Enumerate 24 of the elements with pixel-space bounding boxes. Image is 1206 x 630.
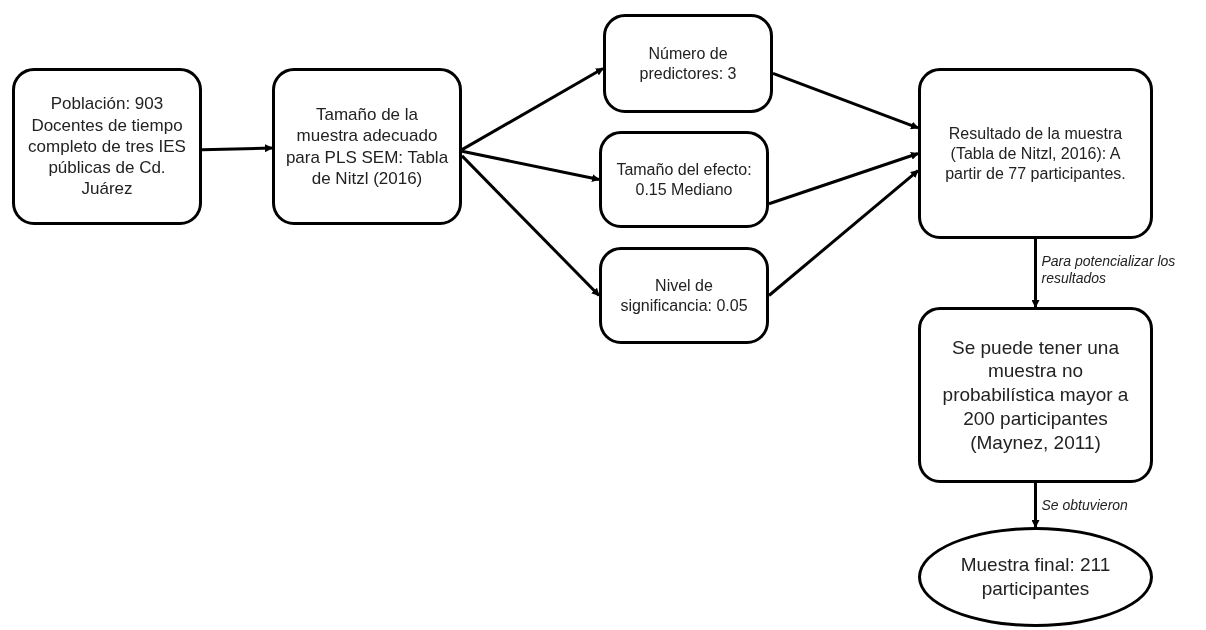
process-box — [603, 14, 773, 113]
node-text: Tamaño del efecto: 0.15 Mediano — [615, 159, 753, 200]
arrow — [460, 154, 601, 297]
process-box — [918, 68, 1153, 239]
arrow — [461, 67, 604, 151]
arrow — [768, 169, 919, 297]
arrow — [1031, 239, 1040, 308]
arrow — [768, 151, 919, 206]
process-box — [599, 247, 769, 344]
node-text: Se puede tener una muestra no probabilística mayor a 200 participantes (Maynez, 2011) — [941, 335, 1130, 455]
arrow — [772, 72, 919, 130]
process-box — [918, 307, 1153, 483]
node-text: Resultado de la muestra (Tabla de Nitzl, 2016): A partir de 77 participantes. — [944, 123, 1127, 184]
node-text: Nivel de significancia: 0.05 — [619, 275, 749, 316]
process-box — [272, 68, 462, 225]
node-text: Muestra final: 211 participantes — [959, 553, 1112, 601]
node-text: Número de predictores: 3 — [638, 43, 738, 84]
process-box — [599, 131, 769, 228]
arrow — [1031, 483, 1040, 528]
arrow — [201, 144, 273, 153]
arrow — [461, 149, 600, 182]
process-box — [12, 68, 202, 225]
node-text: Tamaño de la muestra adecuado para PLS SEM: Tabla de Nitzl (2016) — [285, 104, 449, 189]
node-text: Población: 903 Docentes de tiempo completo de tres IES públicas de Cd. Juárez — [27, 93, 187, 200]
